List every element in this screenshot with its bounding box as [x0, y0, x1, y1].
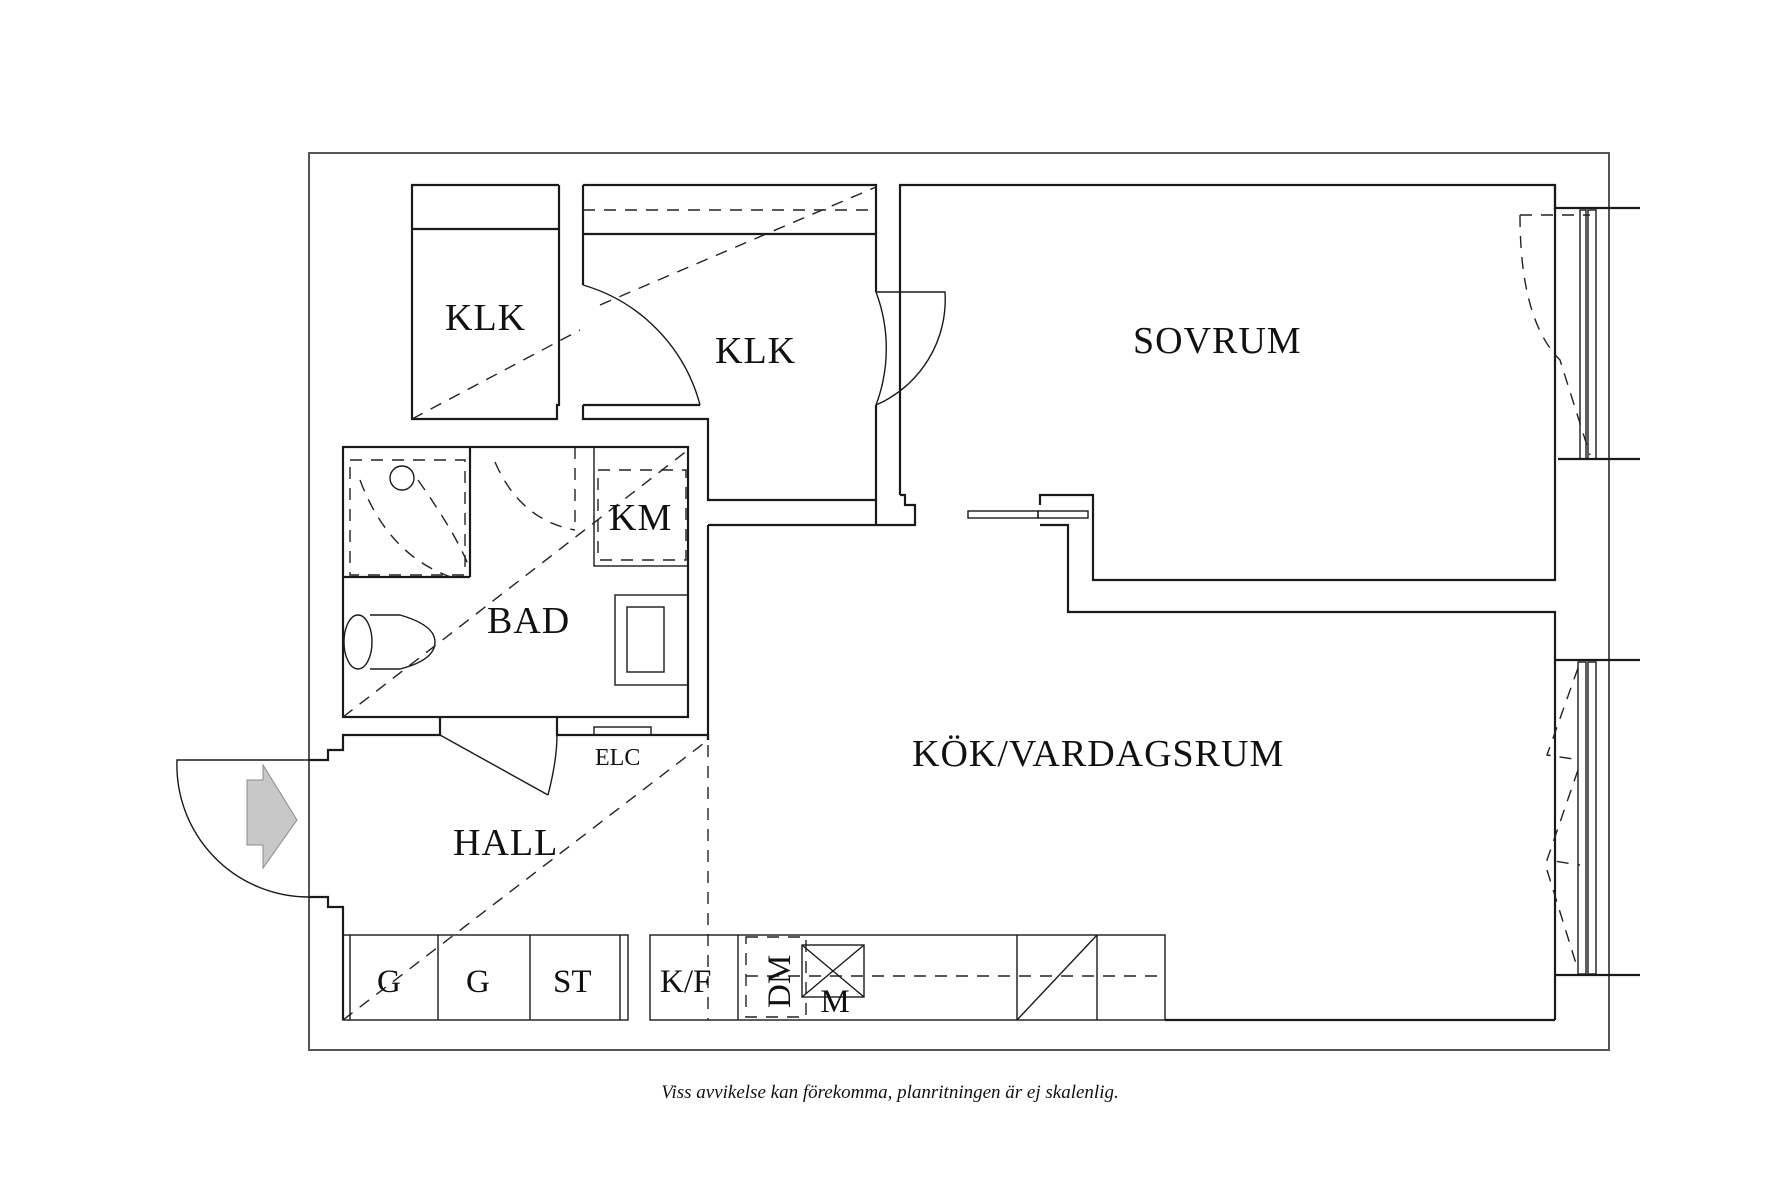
room-label-hall: HALL — [453, 822, 558, 864]
closet-klk-2 — [581, 183, 946, 502]
disclaimer-text: Viss avvikelse kan förekomma, planritnin… — [661, 1082, 1119, 1103]
outer-frame — [308, 152, 1610, 1051]
fixture-label-g-2: G — [466, 964, 490, 1000]
fixture-label-dm: DM — [762, 955, 798, 1008]
fixture-label-kf: K/F — [660, 964, 711, 1000]
entrance-arrow-icon — [246, 763, 298, 870]
room-label-km: KM — [609, 497, 672, 539]
hallway — [176, 717, 710, 1021]
room-label-klk-1: KLK — [445, 297, 526, 339]
room-label-kok-vardagsrum: KÖK/VARDAGSRUM — [912, 733, 1284, 775]
fixture-label-g-1: G — [377, 964, 401, 1000]
room-label-elc: ELC — [595, 745, 640, 771]
bedroom — [874, 183, 1640, 582]
living-room-walls — [706, 523, 1640, 1020]
fixture-label-m: M — [820, 984, 849, 1020]
bathroom — [341, 445, 690, 719]
door-swing-klk — [582, 284, 701, 406]
closet-klk-1 — [410, 183, 581, 421]
room-label-sovrum: SOVRUM — [1133, 320, 1302, 362]
room-label-bad: BAD — [487, 600, 570, 642]
fixture-label-st: ST — [553, 964, 592, 1000]
kitchen-cabinets — [341, 934, 1555, 1022]
room-label-klk-2: KLK — [715, 330, 796, 372]
